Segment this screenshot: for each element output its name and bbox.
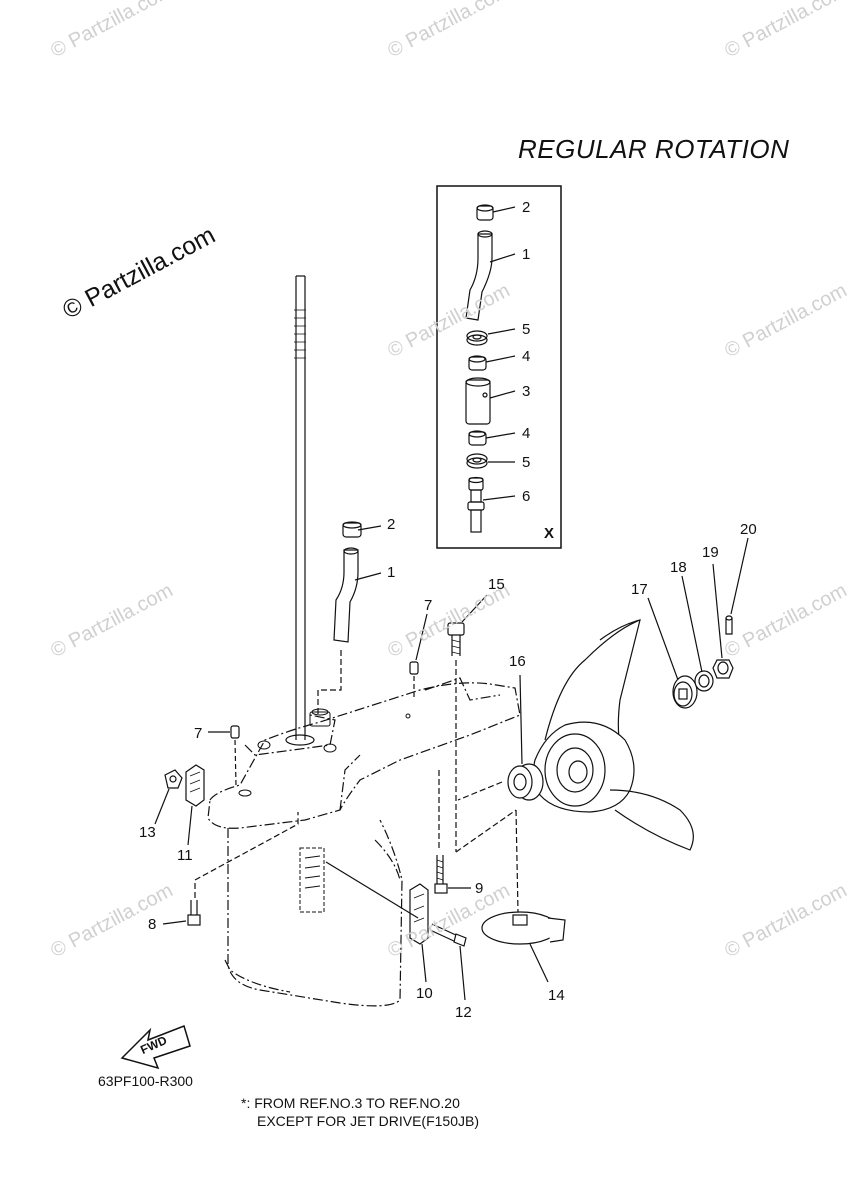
inset-pipe-6: [467, 476, 485, 533]
callout-17: 17: [631, 581, 648, 598]
anode-14: [481, 911, 566, 945]
callout-12: 12: [455, 1004, 472, 1021]
bolt-15: [447, 622, 465, 656]
callout-5: 5: [522, 321, 531, 338]
inset-tube-3: [465, 377, 491, 425]
footnote: *: FROM REF.NO.3 TO REF.NO.20 EXCEPT FOR…: [241, 1094, 479, 1130]
nut-13: [164, 769, 183, 789]
footnote-line-2: EXCEPT FOR JET DRIVE(F150JB): [257, 1113, 479, 1129]
callout-2: 2: [522, 199, 531, 216]
inset-hose-1: [465, 230, 493, 321]
diagram-title: REGULAR ROTATION: [518, 134, 790, 164]
callout-3: 3: [522, 383, 531, 400]
callout-4: 4: [522, 348, 531, 365]
nut-19: [712, 659, 734, 679]
inset-seal-5a: [466, 330, 488, 346]
screw-12: [429, 923, 467, 947]
callout-9: 9: [475, 880, 484, 897]
callout-5: 5: [522, 454, 531, 471]
inset-collar-2: [476, 204, 494, 221]
footnote-line-1: *: FROM REF.NO.3 TO REF.NO.20: [241, 1095, 460, 1111]
callout-19: 19: [702, 544, 719, 561]
hose-1: [333, 547, 359, 643]
callout-7: 7: [424, 597, 433, 614]
inset-bush-4a: [468, 355, 487, 371]
callout-6: 6: [522, 488, 531, 505]
callout-11: 11: [177, 847, 193, 864]
callout-2: 2: [387, 516, 396, 533]
washer-17: [672, 675, 698, 709]
callout-13: 13: [139, 824, 156, 841]
plate-11: [185, 764, 205, 807]
casing-details: [238, 708, 411, 913]
callout-20: 20: [740, 521, 757, 538]
plug-7a: [409, 661, 419, 675]
callout-10: 10: [416, 985, 433, 1002]
callout-1: 1: [522, 246, 531, 263]
callout-18: 18: [670, 559, 687, 576]
inset-box: [436, 185, 562, 549]
lower-casing: [207, 677, 521, 1007]
inset-marker: X: [544, 525, 555, 542]
callout-16: 16: [509, 653, 526, 670]
diagram-code: 63PF100-R300: [98, 1073, 193, 1089]
drive-shaft: [285, 275, 315, 746]
callout-8: 8: [148, 916, 157, 933]
callout-14: 14: [548, 987, 565, 1004]
plate-10: [409, 883, 429, 945]
inset-seal-5b: [466, 453, 488, 469]
callout-1: 1: [387, 564, 396, 581]
pin-20: [725, 615, 733, 635]
spacer-18: [694, 670, 714, 692]
bolt-9: [434, 770, 448, 894]
callout-15: 15: [488, 576, 505, 593]
propeller: [532, 619, 694, 851]
callout-4: 4: [522, 425, 531, 442]
inset-bush-4b: [468, 430, 487, 446]
bolt-8: [187, 900, 201, 926]
callout-7: 7: [194, 725, 203, 742]
spacer-16: [507, 763, 544, 801]
plug-7b: [230, 725, 240, 739]
fwd-arrow-icon: [120, 1025, 191, 1070]
